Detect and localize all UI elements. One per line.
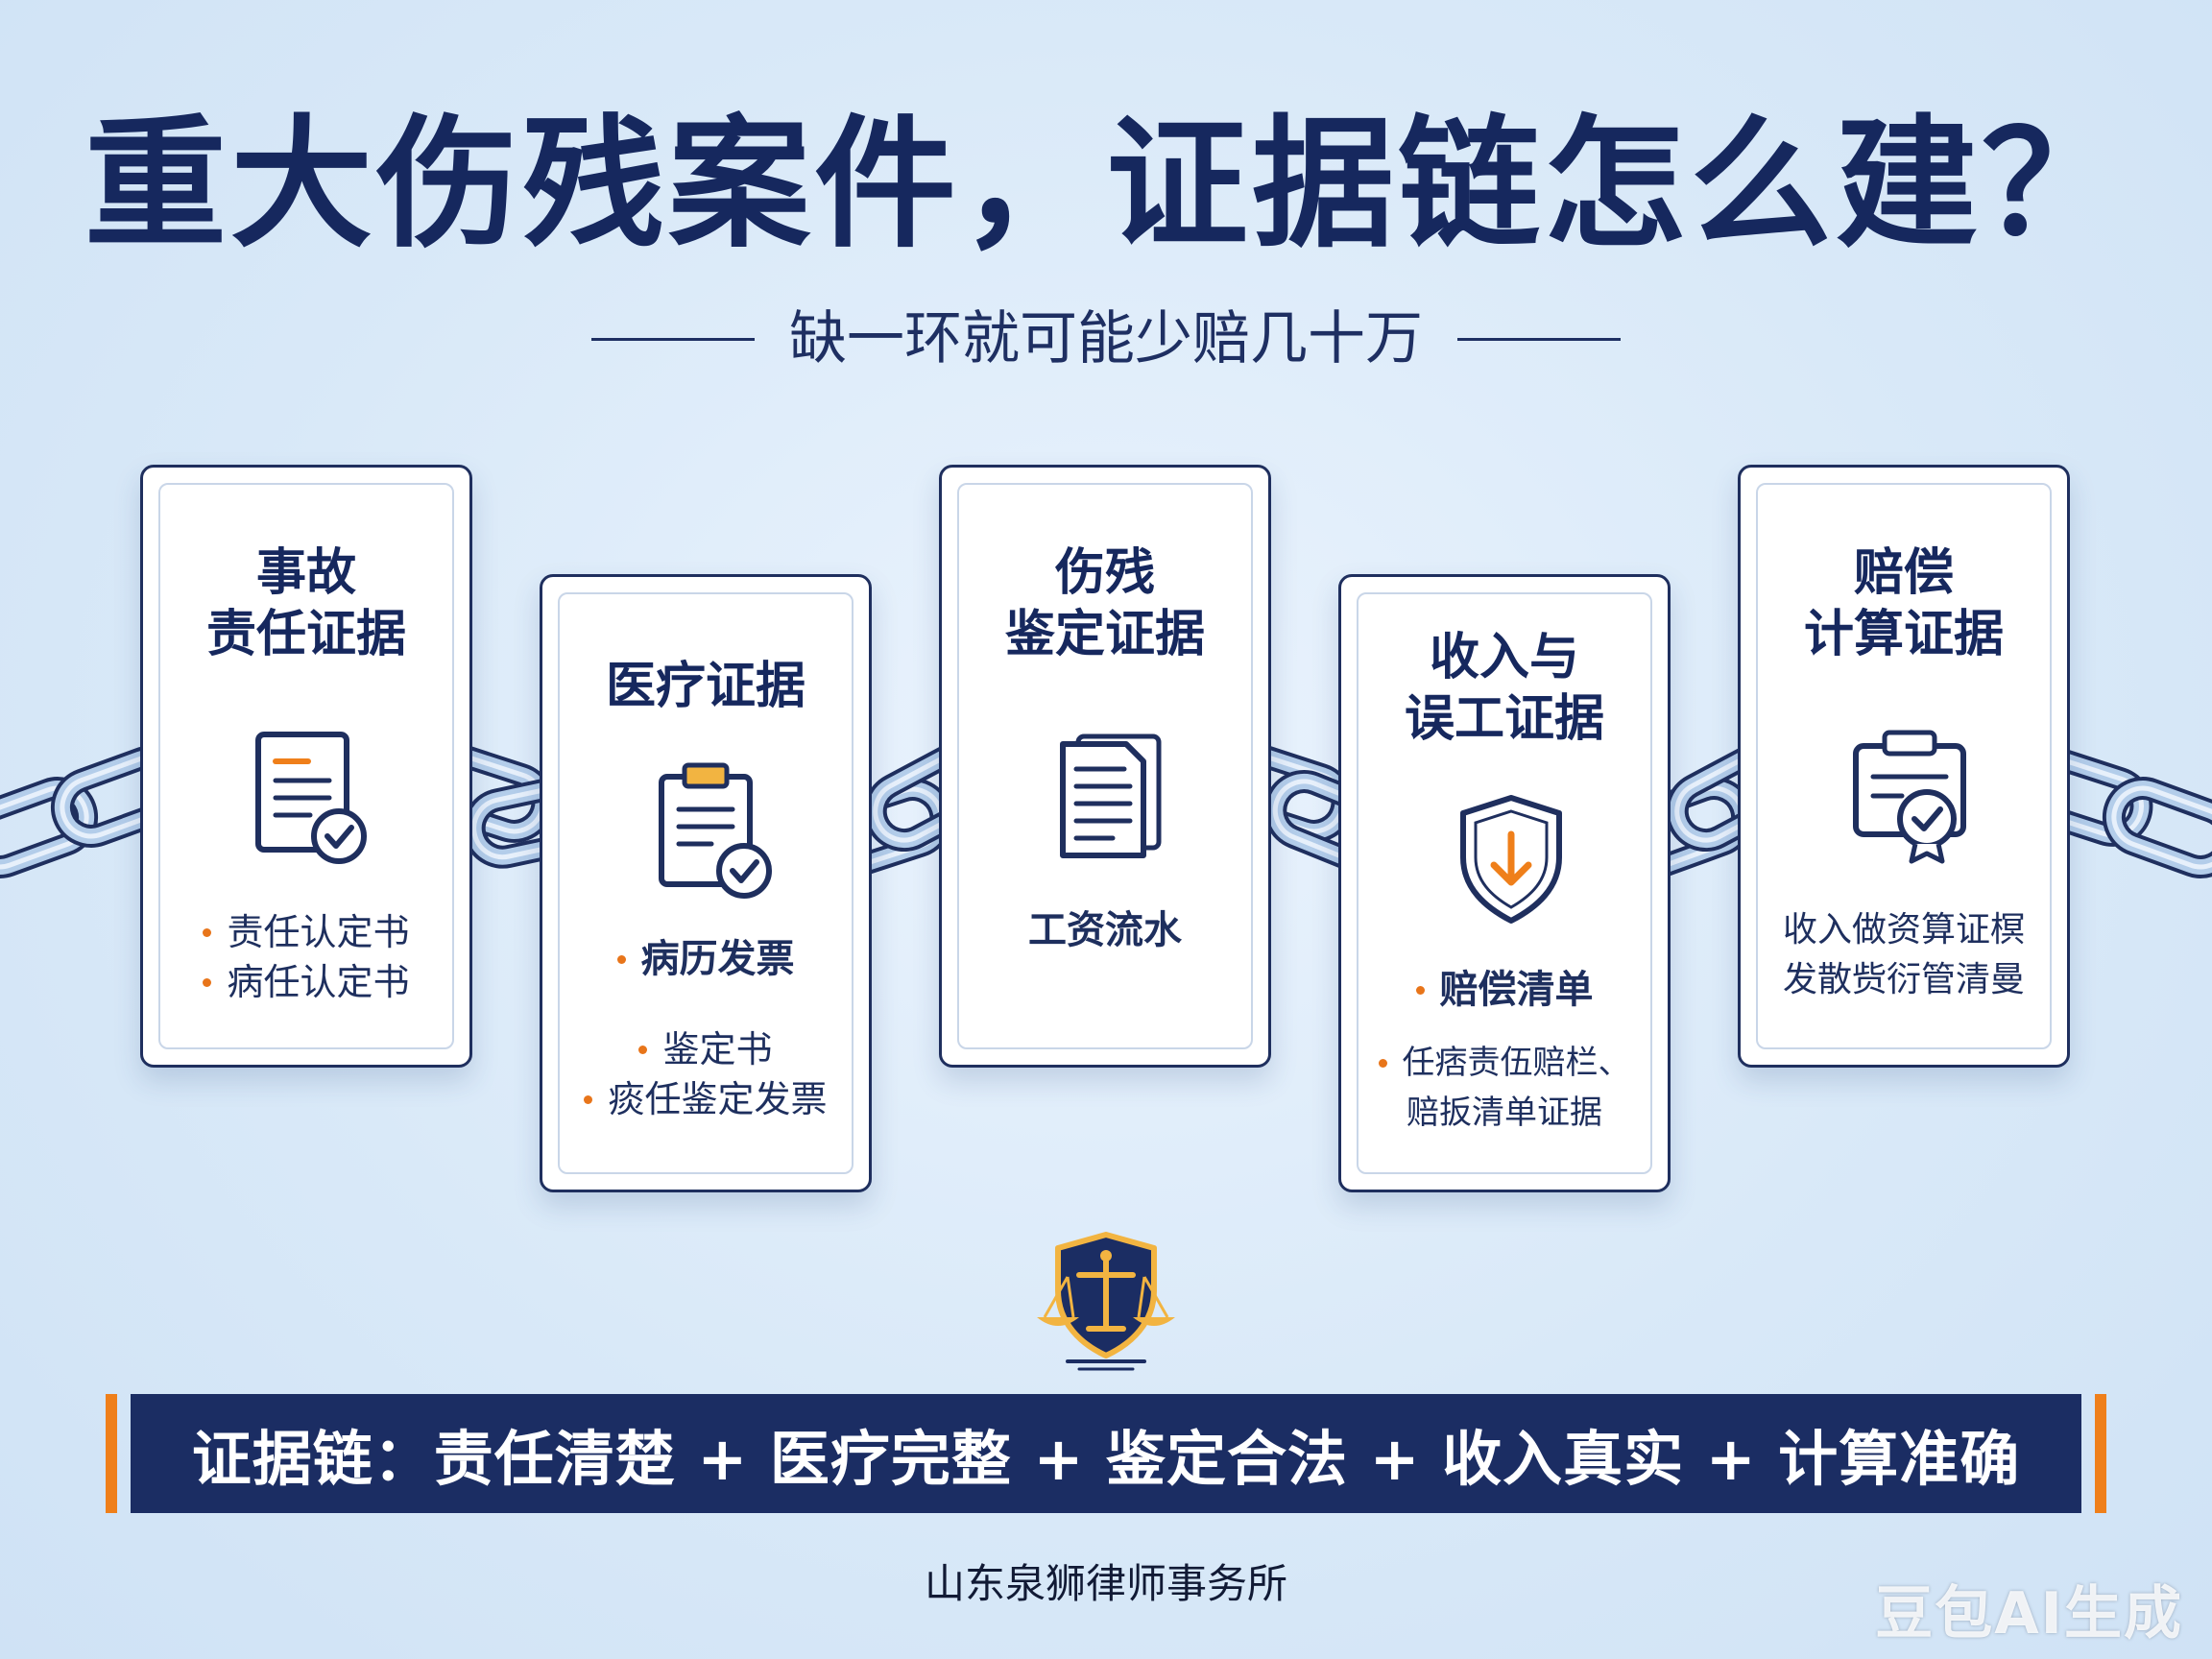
card-title: 赔偿计算证据 bbox=[1803, 544, 2004, 663]
card-title: 收入与误工证据 bbox=[1404, 629, 1604, 748]
card-income-lost-work: 收入与误工证据 赔偿清单 任痞责伍赔栏、 赔扳清单证据 bbox=[1338, 574, 1671, 1192]
list-item: 收入做资算证榠 bbox=[1782, 910, 2025, 950]
summary-banner: 证据链：责任清楚 + 医疗完整 + 鉴定合法 + 收入真实 + 计算准确 bbox=[131, 1394, 2081, 1513]
report-document-icon bbox=[1060, 733, 1162, 858]
card-items: 工资流水 bbox=[942, 905, 1268, 955]
card-title: 伤残鉴定证据 bbox=[1004, 544, 1205, 663]
list-item: 痰任鉴定发票 bbox=[542, 1074, 869, 1124]
list-item: 赔扳清单证据 bbox=[1407, 1094, 1602, 1132]
card-inner-border bbox=[158, 483, 454, 1049]
card-inner-border bbox=[1756, 483, 2052, 1049]
subtitle-line-right bbox=[1457, 337, 1621, 341]
list-item: 病任认定书 bbox=[143, 957, 469, 1007]
clipboard-check-icon bbox=[659, 762, 772, 899]
card-compensation-calculation: 赔偿计算证据 收入做资算证榠 发散赀衍管清曼 bbox=[1738, 465, 2070, 1068]
subtitle: 缺一环就可能少赔几十万 bbox=[789, 305, 1423, 373]
document-check-icon bbox=[255, 732, 367, 864]
card-inner-border bbox=[1357, 592, 1652, 1174]
list-item: 责任认定书 bbox=[143, 907, 469, 957]
law-firm-name: 山东泉狮律师事务所 bbox=[924, 1560, 1287, 1607]
list-item: 任痞责伍赔栏、 bbox=[1341, 1038, 1668, 1088]
list-item: 发散赀衍管清曼 bbox=[1782, 960, 2025, 999]
clipboard-seal-icon bbox=[1853, 730, 1966, 864]
list-item: 赔偿清单 bbox=[1341, 965, 1668, 1015]
card-accident-liability: 事故责任证据 责任认定书 病任认定书 bbox=[140, 465, 472, 1068]
card-title: 事故责任证据 bbox=[205, 544, 406, 663]
list-item: 病历发票 bbox=[542, 934, 869, 984]
card-items: 责任认定书 病任认定书 bbox=[143, 907, 469, 1007]
subtitle-line-left bbox=[591, 337, 755, 341]
justice-scale-shield-icon bbox=[1037, 1232, 1175, 1371]
card-items: 病历发票 鉴定书 痰任鉴定发票 bbox=[542, 934, 869, 1124]
summary-banner-text: 证据链：责任清楚 + 医疗完整 + 鉴定合法 + 收入真实 + 计算准确 bbox=[191, 1424, 2021, 1494]
banner-accent-left bbox=[106, 1394, 117, 1513]
banner-accent-right bbox=[2095, 1394, 2106, 1513]
ai-watermark: 豆包AI生成 bbox=[1875, 1580, 2183, 1647]
card-inner-border bbox=[957, 483, 1253, 1049]
card-disability-appraisal: 伤残鉴定证据 工资流水 bbox=[939, 465, 1271, 1068]
list-item: 鉴定书 bbox=[542, 1024, 869, 1074]
card-medical: 医疗证据 病历发票 鉴定书 痰任鉴定发票 bbox=[540, 574, 872, 1192]
card-title: 医疗证据 bbox=[605, 658, 805, 715]
page-title: 重大伤残案件，证据链怎么建？ bbox=[84, 102, 2128, 267]
chain-link-edge-right-2 bbox=[2105, 781, 2212, 876]
card-items: 赔偿清单 任痞责伍赔栏、 赔扳清单证据 bbox=[1341, 965, 1668, 1138]
card-inner-border bbox=[558, 592, 854, 1174]
shield-download-icon bbox=[1460, 795, 1562, 924]
subtitle-row: 缺一环就可能少赔几十万 bbox=[0, 305, 2212, 373]
card-items: 收入做资算证榠 发散赀衍管清曼 bbox=[1741, 905, 2067, 1005]
list-item: 工资流水 bbox=[1028, 908, 1182, 952]
